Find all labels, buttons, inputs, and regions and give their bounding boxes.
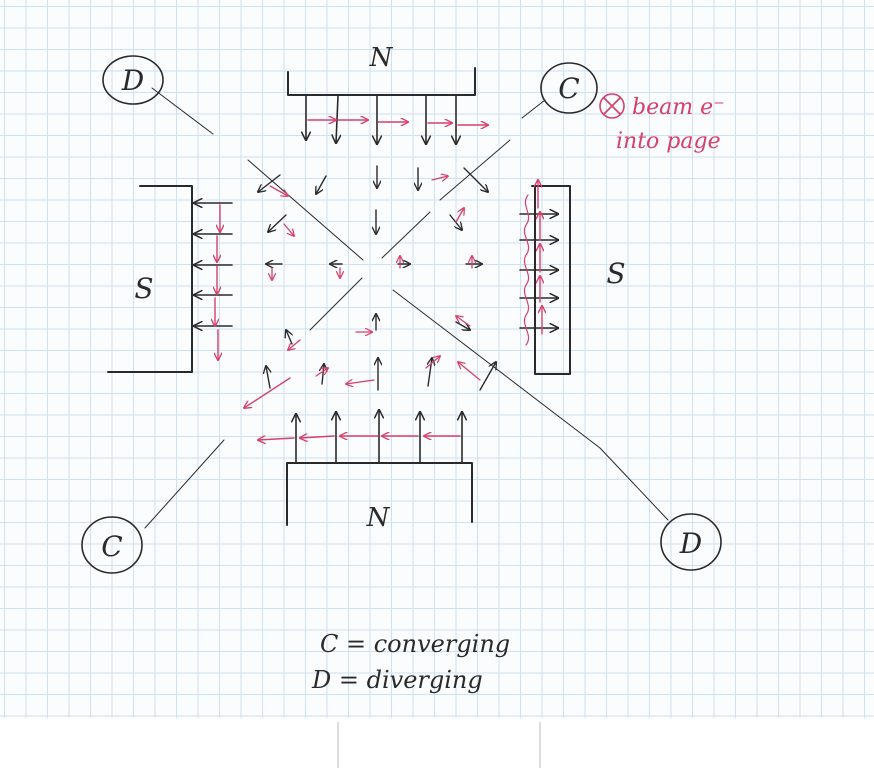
pole-left: [107, 185, 193, 373]
pole-label-left: S: [134, 272, 153, 305]
beam-note-line2: into page: [616, 129, 721, 154]
field-arrows-right: [519, 214, 558, 328]
pole-label-top: N: [369, 43, 394, 73]
pole-label-right: S: [606, 257, 625, 290]
field-arrows-interior: [258, 165, 496, 391]
force-arrows-right: [523, 180, 542, 346]
field-arrows-bottom: [296, 410, 462, 463]
beam-note-line1: beam e⁻: [632, 95, 725, 120]
into-page-icon: [599, 93, 625, 119]
force-arrows-bottom: [258, 436, 461, 440]
quadrant-label-bottom-left: C: [81, 516, 143, 574]
page-margin: [0, 718, 874, 768]
force-arrows-left: [215, 204, 220, 360]
legend-converging: C = converging: [320, 630, 510, 658]
force-arrows-top: [307, 120, 488, 125]
pole-label-bottom: N: [366, 503, 391, 533]
field-arrows-top: [306, 95, 456, 144]
pole-right: [531, 185, 571, 375]
pole-bottom: [286, 462, 473, 526]
force-arrows-interior: [244, 176, 481, 408]
svg-text:C: C: [558, 72, 579, 105]
svg-text:D: D: [679, 527, 702, 560]
legend-diverging: D = diverging: [311, 666, 483, 694]
quadrant-label-top-left: D: [102, 55, 164, 105]
quadrant-label-top-right: C: [540, 62, 598, 114]
quadrant-label-bottom-right: D: [660, 513, 722, 571]
field-arrows-left: [194, 203, 233, 326]
beam-note: beam e⁻ into page: [599, 93, 725, 154]
svg-text:D: D: [121, 64, 144, 97]
pole-top: [287, 67, 476, 96]
svg-text:C: C: [101, 530, 122, 563]
legend: C = converging D = diverging: [311, 630, 510, 694]
